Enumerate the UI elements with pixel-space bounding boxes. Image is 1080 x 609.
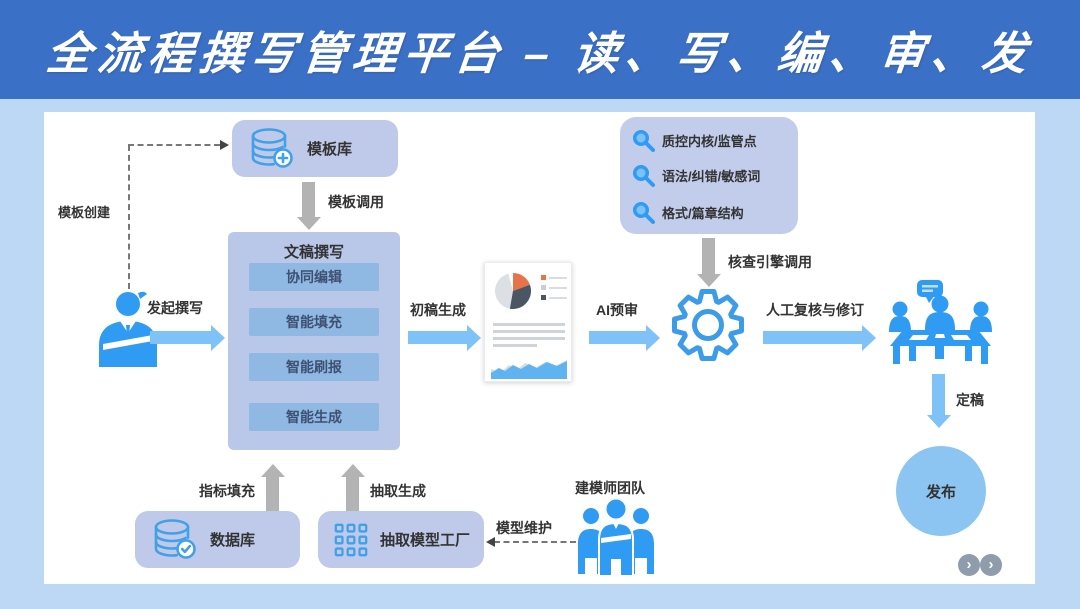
qc-row-quality: 质控内核/监管点 (630, 127, 757, 153)
nav-prev-page-button[interactable]: › (958, 554, 980, 576)
qc-label-grammar: 语法/纠错/敏感词 (662, 168, 761, 184)
slide-header: 全流程撰写管理平台 – 读、写、编、审、发 (0, 0, 1080, 99)
label-template-call: 模板调用 (328, 194, 384, 210)
arrow-manual-review (763, 324, 876, 351)
doc-text-line (493, 337, 565, 340)
qc-label-format: 格式/篇章结构 (662, 205, 744, 221)
modeler-team-icon (578, 497, 654, 576)
node-publish: 发布 (896, 446, 986, 536)
arrowhead-to-template-lib (220, 140, 229, 150)
review-meeting-icon (889, 280, 992, 364)
arrow-ai-preview (589, 324, 660, 351)
diagram-canvas: 模板创建 模板库 模板调用 文稿撰写 协同编辑 智能填充 (44, 112, 1035, 584)
node-qc-engine: 质控内核/监管点 语法/纠错/敏感词 格式/篇章结构 (620, 117, 798, 234)
check-engine-gear-icon (672, 289, 744, 361)
pie-chart-icon (495, 272, 531, 309)
database-plus-icon (251, 127, 293, 168)
draft-document-thumbnail (484, 262, 572, 382)
doc-text-line (493, 330, 565, 333)
label-template-create: 模板创建 (58, 205, 111, 220)
label-check-engine-call: 核查引擎调用 (728, 254, 812, 270)
doc-legend-row (541, 295, 567, 300)
magnifier-icon (633, 165, 655, 187)
doc-writing-item-refresh: 智能刷报 (249, 353, 379, 381)
arrow-template-call (296, 182, 321, 230)
area-chart-icon (491, 360, 567, 379)
doc-writing-item-generate: 智能生成 (249, 403, 379, 431)
arrow-initiate-writing (150, 324, 225, 351)
qc-label-quality: 质控内核/监管点 (662, 133, 757, 149)
node-database-label: 数据库 (210, 532, 256, 549)
node-template-library-label: 模板库 (307, 141, 353, 158)
doc-legend-row (541, 285, 567, 290)
label-model-maintenance: 模型维护 (496, 520, 552, 536)
label-initiate-writing: 发起撰写 (147, 300, 203, 316)
node-model-factory-label: 抽取模型工厂 (380, 532, 471, 549)
node-template-library: 模板库 (232, 120, 398, 177)
database-check-icon (154, 518, 196, 559)
node-model-factory: 抽取模型工厂 (318, 511, 484, 568)
label-manual-review: 人工复核与修订 (766, 302, 864, 318)
doc-text-line (493, 344, 537, 347)
node-doc-writing-title: 文稿撰写 (283, 244, 344, 261)
chevron-right-icon: › (966, 555, 972, 573)
label-indicator-fill: 指标填充 (199, 483, 255, 499)
page-title: 全流程撰写管理平台 – 读、写、编、审、发 (43, 28, 1036, 79)
arrowhead-to-model-factory (486, 537, 495, 547)
author-person-icon (99, 291, 157, 367)
arrow-indicator-fill (260, 464, 285, 511)
chevron-right-icon: › (988, 555, 994, 573)
template-create-connector-horizontal (128, 144, 220, 146)
arrow-finalize (926, 374, 951, 428)
label-finalize: 定稿 (956, 392, 984, 408)
label-extract-generation: 抽取生成 (370, 483, 426, 499)
label-draft-generation: 初稿生成 (410, 302, 466, 318)
nav-next-page-button[interactable]: › (980, 554, 1002, 576)
arrow-extract-generation (340, 464, 365, 511)
doc-writing-item-fill: 智能填充 (249, 308, 379, 336)
label-ai-preview: AI预审 (596, 302, 638, 318)
node-publish-label: 发布 (925, 483, 956, 501)
grid-icon (334, 523, 368, 556)
qc-row-grammar: 语法/纠错/敏感词 (630, 162, 760, 188)
qc-row-format: 格式/篇章结构 (630, 199, 744, 225)
label-modeler-team: 建模师团队 (575, 480, 645, 496)
doc-text-line (493, 323, 565, 326)
arrow-check-engine-call (696, 238, 721, 287)
model-maintenance-connector (494, 541, 576, 543)
template-create-connector-vertical (128, 145, 130, 289)
doc-legend-row (541, 275, 567, 280)
magnifier-icon (633, 130, 655, 152)
arrow-draft-generation (408, 324, 481, 351)
doc-writing-item-collab: 协同编辑 (249, 263, 379, 291)
node-doc-writing: 文稿撰写 协同编辑 智能填充 智能刷报 智能生成 (228, 232, 400, 450)
magnifier-icon (633, 202, 655, 224)
node-database: 数据库 (135, 511, 300, 568)
